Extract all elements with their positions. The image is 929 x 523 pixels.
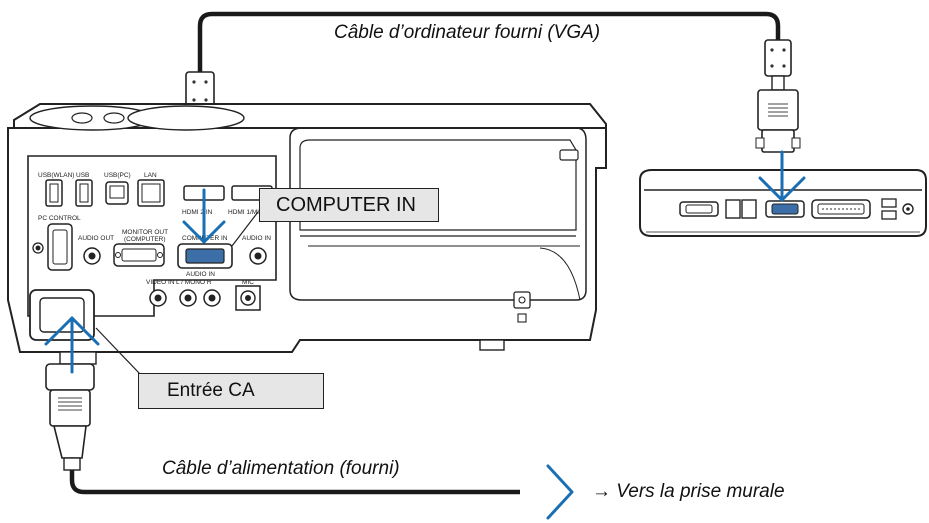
ac-input-callout: Entrée CA — [138, 373, 324, 409]
mic-label: MIC — [242, 279, 254, 286]
vga-cable — [197, 11, 781, 72]
arrow-computer-in — [182, 188, 226, 244]
projector — [7, 103, 607, 365]
connector-panel — [27, 155, 277, 341]
arrow-laptop-vga — [758, 150, 806, 202]
panel-labels: USB(WLAN) USB USB(PC) LAN PC CONTROL HDM… — [38, 172, 274, 286]
computer-in-callout: COMPUTER IN — [259, 188, 439, 222]
laptop — [639, 169, 927, 237]
vga-ferrite-laptop — [755, 39, 801, 153]
usb-label: USB — [76, 172, 89, 179]
usb-pc-label: USB(PC) — [104, 172, 131, 179]
usb-wlan-label: USB(WLAN) — [38, 172, 74, 179]
lan-label: LAN — [144, 172, 157, 179]
ac-input-label: Entrée CA — [167, 380, 255, 401]
hdmi1-label: HDMI 1/MHL IN — [228, 209, 274, 216]
pc-control-label: PC CONTROL — [38, 215, 81, 222]
arrow-wall-outlet — [546, 464, 574, 520]
arrow-ac-input — [44, 316, 100, 374]
wall-outlet-label: → Vers la prise murale — [592, 481, 785, 502]
computer-in-label: COMPUTER IN — [276, 194, 416, 216]
audio-lr-label: L / MONO R — [176, 279, 212, 286]
audio-in-label: AUDIO IN — [186, 271, 215, 278]
hdmi2-label: HDMI 2 IN — [182, 209, 213, 216]
monitor-out-sub-label: (COMPUTER) — [124, 236, 166, 243]
power-cable-label: Câble d’alimentation (fourni) — [162, 458, 400, 479]
audio-out-label: AUDIO OUT — [78, 235, 114, 242]
monitor-out-label: MONITOR OUT — [122, 229, 168, 236]
power-cable — [45, 363, 520, 495]
vga-cable-label: Câble d’ordinateur fourni (VGA) — [334, 22, 601, 43]
audio-in-right-label: AUDIO IN — [242, 235, 271, 242]
video-in-label: VIDEO IN — [146, 279, 175, 286]
